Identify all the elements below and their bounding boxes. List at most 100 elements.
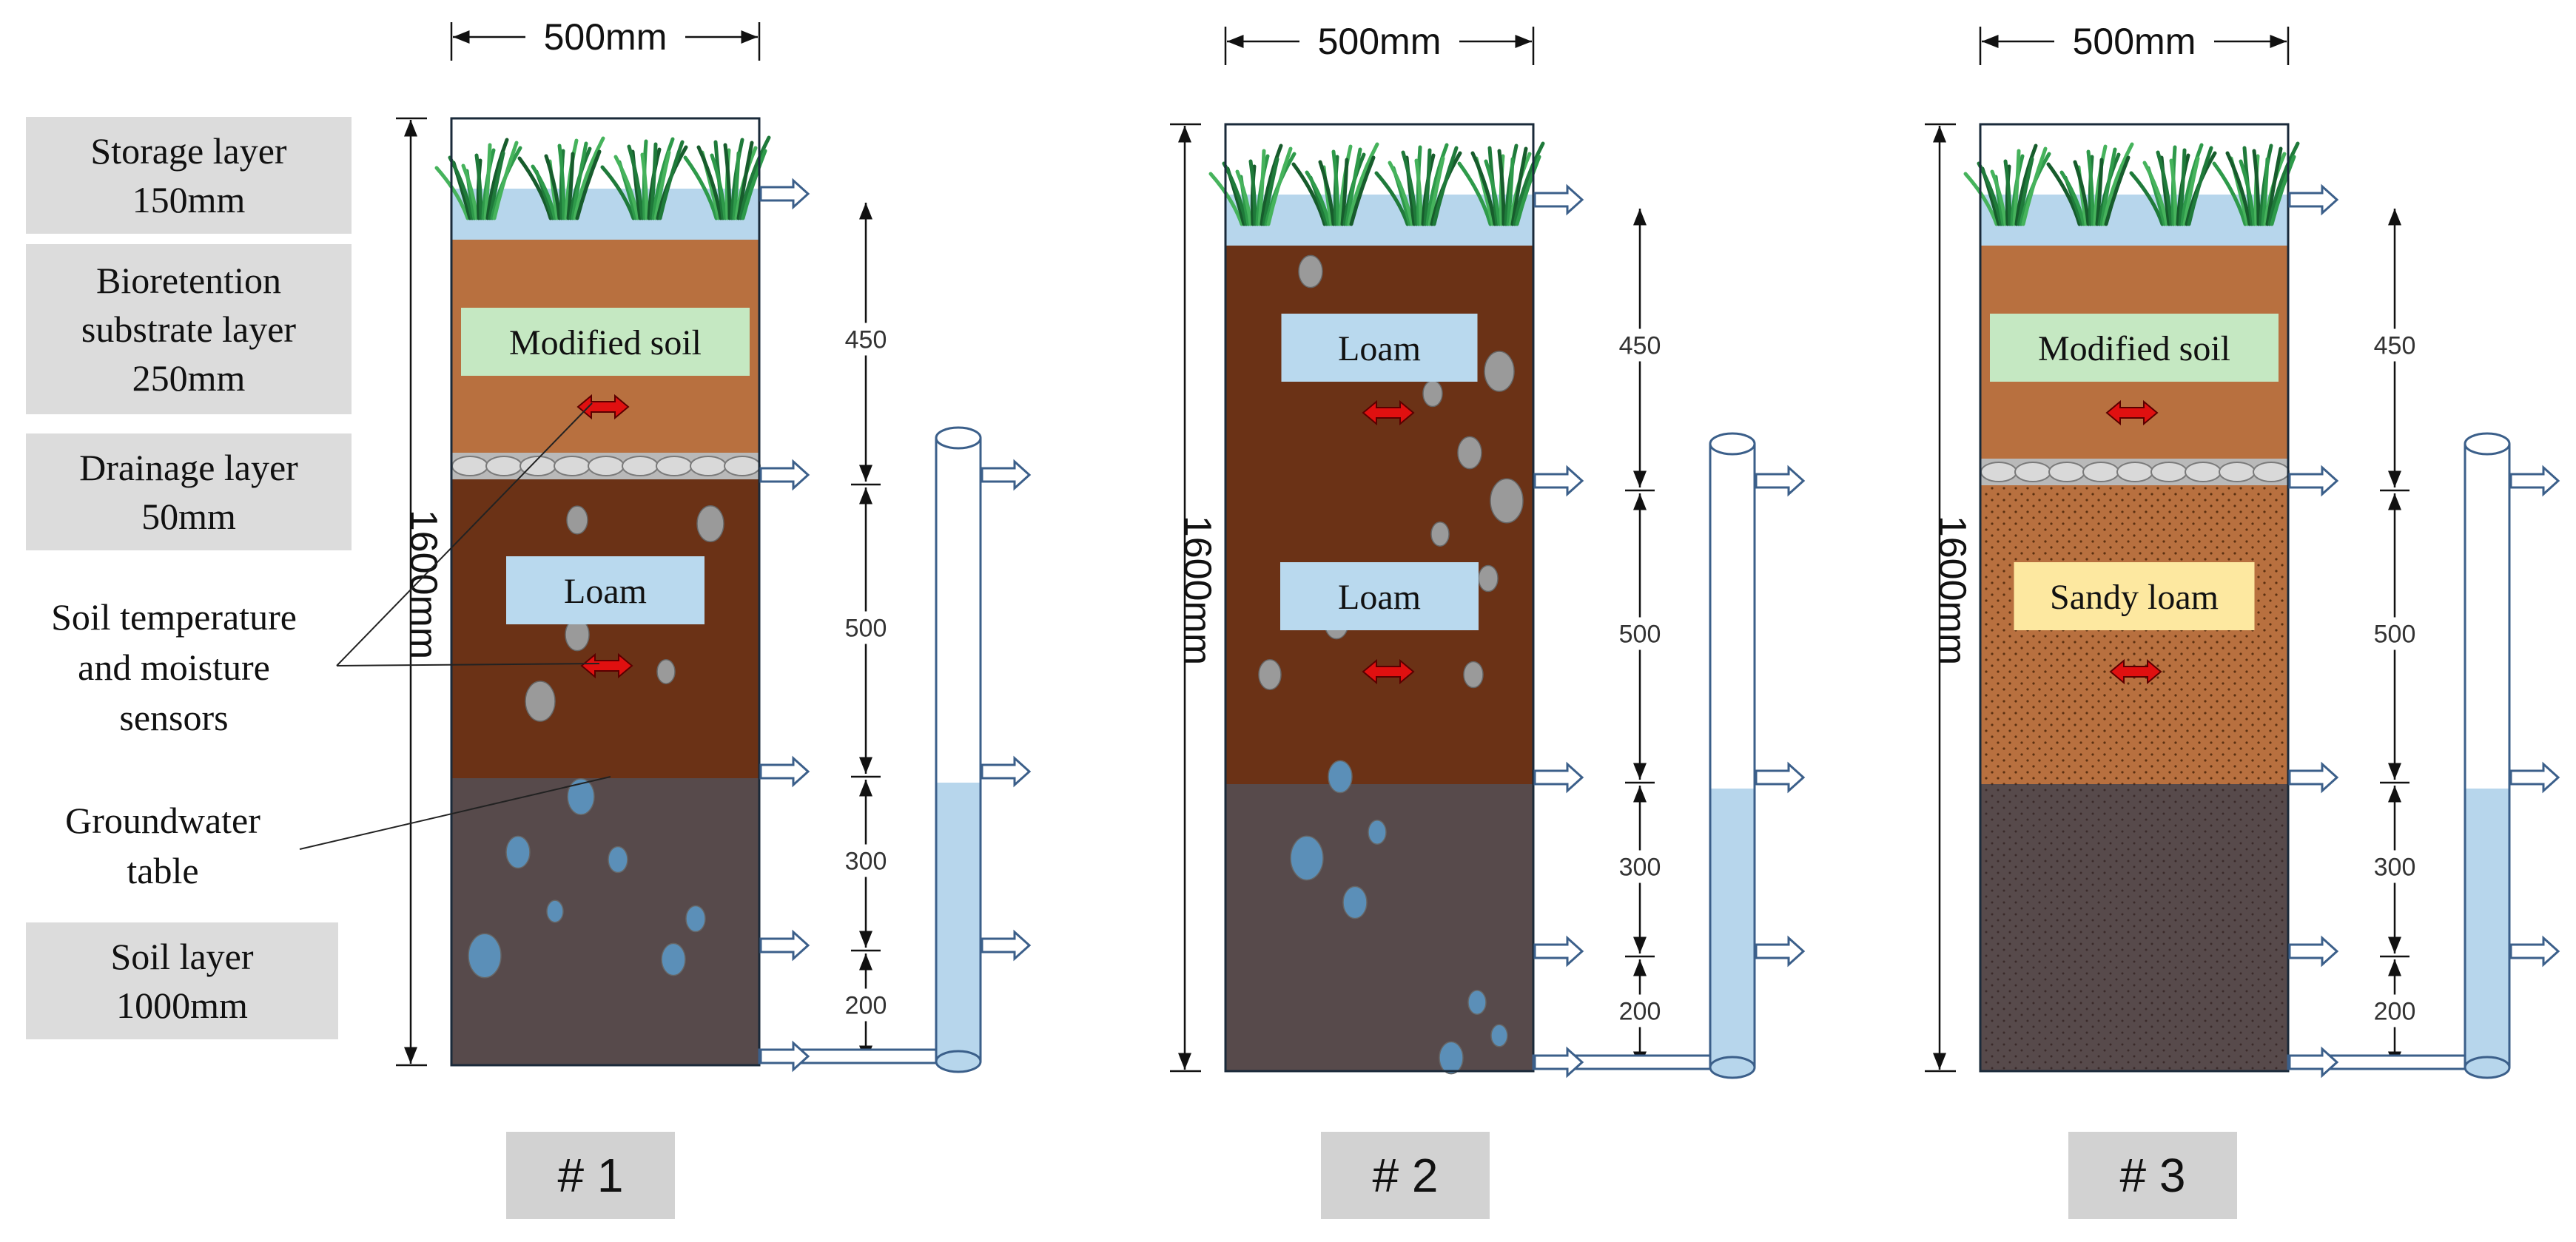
width-label: 500mm <box>1318 21 1442 62</box>
tube-outlet-arrow <box>981 459 1032 491</box>
grass-blade <box>683 155 719 220</box>
tube-water <box>1710 789 1755 1067</box>
grass-blade <box>1963 172 1999 226</box>
column-outline <box>450 117 761 1067</box>
column-3-tag: # 3 <box>2068 1132 2237 1219</box>
grass-blade <box>1506 157 1515 226</box>
width-label: 500mm <box>544 16 667 58</box>
bottom-outlet-arrow <box>1533 1046 1584 1079</box>
grass-blade <box>566 152 575 220</box>
gravel-stone <box>1980 462 2017 482</box>
depth-label-bg <box>2371 994 2418 1027</box>
gravel-stone <box>485 456 522 476</box>
depth-interval-label: 450 <box>1619 332 1661 360</box>
sensor-marker-lower <box>580 652 633 679</box>
outlet-arrow <box>2288 761 2339 794</box>
tube-outlet-arrow <box>981 929 1032 962</box>
grass-blade <box>1257 149 1266 226</box>
wet-stone <box>685 905 706 933</box>
stone <box>1422 379 1443 408</box>
grass-blade <box>1208 172 1244 226</box>
grass-blade <box>1349 155 1376 226</box>
outlet-arrow <box>2288 465 2339 497</box>
grass-blade <box>736 141 754 220</box>
grass-blade <box>1331 149 1340 226</box>
grass-blade <box>1388 161 1414 226</box>
gravel-stone <box>622 456 659 476</box>
grass-blade <box>448 155 474 220</box>
grass-blade <box>1425 143 1449 226</box>
grass-blade <box>2102 142 2134 226</box>
grass-blade <box>1432 146 1459 226</box>
grass-blade <box>640 152 649 220</box>
stone <box>1457 436 1482 470</box>
depth-label-bg <box>2371 850 2418 883</box>
grass-blade <box>2073 160 2091 226</box>
depth-interval-label: 450 <box>2374 332 2416 360</box>
grass-blade <box>564 138 579 220</box>
wet-stone <box>1490 1024 1508 1047</box>
upper-layer-label: Loam <box>1338 329 1421 368</box>
grass-blade <box>1262 157 1279 226</box>
depth-interval-label: 500 <box>2374 621 2416 649</box>
grass-blade <box>2003 159 2012 226</box>
grass-blade <box>1470 151 1497 226</box>
grass-blade <box>732 151 741 220</box>
grass-blade <box>485 138 509 220</box>
grass-blade <box>651 137 675 220</box>
grass-blade <box>2012 149 2021 226</box>
stone <box>1258 659 1282 690</box>
wet-stone <box>1368 820 1387 845</box>
grass-blade <box>1990 169 2008 226</box>
saturated-zone <box>451 778 759 1065</box>
stone <box>1490 478 1524 524</box>
stone <box>1430 522 1450 547</box>
grass-blade <box>2261 157 2270 226</box>
column-1-tag: # 1 <box>506 1132 675 1219</box>
height-label: 1600mm <box>1931 516 1974 665</box>
observation-tube <box>1709 444 1756 1067</box>
gravel-stone <box>2253 462 2290 482</box>
depth-label-bg <box>842 323 890 356</box>
sensor-annotation: Soil temperature and moisture sensors <box>51 596 297 738</box>
grass-blade <box>1291 162 1327 226</box>
grass-blade <box>488 151 505 220</box>
grass-blade <box>627 144 645 220</box>
gravel-stone <box>2219 462 2256 482</box>
grass-blade <box>492 141 519 220</box>
sensor-marker-upper <box>576 394 630 420</box>
grass-blade <box>1340 158 1349 226</box>
grass-blade <box>2099 147 2117 226</box>
stone <box>1463 661 1484 689</box>
grass-blade <box>1513 141 1545 226</box>
grass-blade <box>1266 146 1293 226</box>
grass-blade <box>2182 156 2200 226</box>
tube-top <box>935 426 982 450</box>
tube-bottom <box>2464 1056 2511 1079</box>
lower-layer-label: Loam <box>1338 578 1421 617</box>
sensor-marker-upper <box>2105 399 2159 426</box>
gravel-stone <box>2150 462 2187 482</box>
grass-blade <box>531 164 557 220</box>
grass-blade <box>2239 159 2256 226</box>
wet-stone <box>468 933 502 979</box>
grass-blade <box>2265 146 2283 226</box>
bottom-outlet-arrow <box>2288 1046 2339 1079</box>
sensor-leader-upper <box>336 402 593 666</box>
grass-blade <box>1427 156 1445 226</box>
grass-blade <box>1347 142 1379 226</box>
grass-blade <box>649 142 658 220</box>
grass-blade <box>2180 143 2204 226</box>
depth-interval-label: 500 <box>1619 621 1661 649</box>
gravel-stone <box>2185 462 2222 482</box>
grass-blade <box>2093 144 2108 226</box>
tube-water <box>936 783 981 1062</box>
grass-blade <box>483 143 492 220</box>
upper-layer-label: Modified soil <box>2038 329 2230 368</box>
grass-blade <box>739 135 771 220</box>
outlet-arrow <box>2288 935 2339 968</box>
tube-outlet-arrow <box>2509 935 2560 968</box>
